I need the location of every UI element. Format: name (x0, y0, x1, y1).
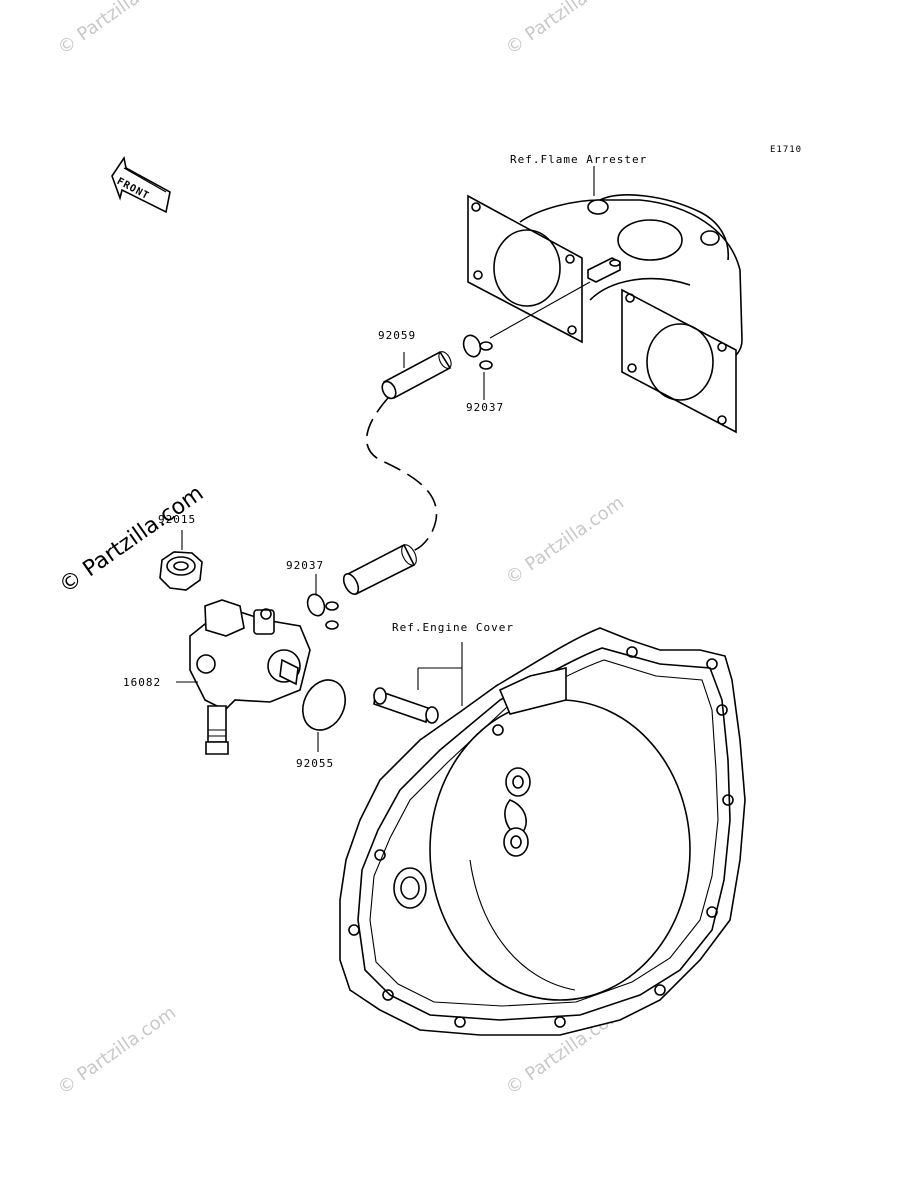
callout-ref-engine-cover: Ref.Engine Cover (392, 621, 514, 634)
o-ring-92055 (302, 679, 346, 752)
callout-92037-mid: 92037 (286, 559, 325, 572)
nut-92015 (159, 530, 203, 591)
engine-cover-stud (373, 642, 463, 724)
callout-92059: 92059 (378, 329, 417, 342)
callout-ref-flame-arrester: Ref.Flame Arrester (510, 153, 648, 166)
front-arrow-icon (111, 155, 171, 214)
clip-92037-top (462, 334, 493, 400)
hose-92059 (381, 350, 452, 400)
callout-92055: 92055 (296, 757, 335, 770)
clip-92037-mid (306, 574, 339, 630)
callout-92037-top: 92037 (466, 401, 505, 414)
diagram-code: E1710 (770, 145, 803, 155)
callout-16082: 16082 (123, 676, 162, 689)
engine-cover-drawing (339, 627, 746, 1036)
valve-16082 (176, 599, 311, 755)
flame-arrester-drawing (467, 194, 743, 434)
hose-lower (342, 543, 417, 596)
callout-92015: 92015 (158, 513, 197, 526)
